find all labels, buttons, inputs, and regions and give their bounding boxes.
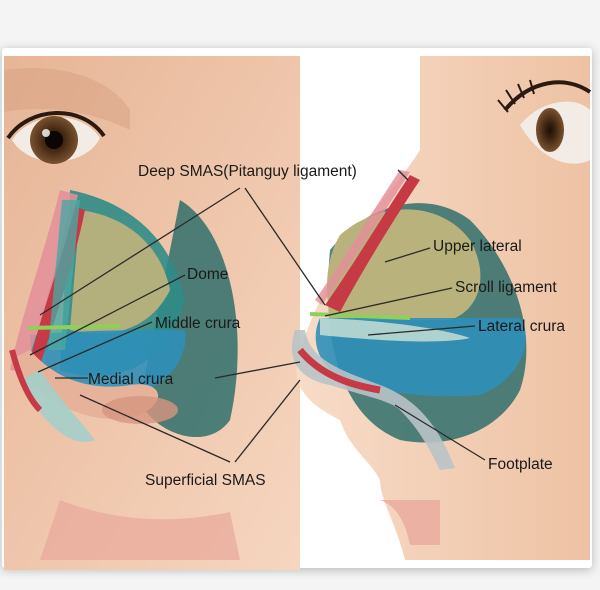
leader-deep-smas-left [39,187,241,316]
leader-lines [29,169,486,463]
leader-deep-smas-right [244,187,326,306]
right-face [291,56,592,560]
label-medial-crura: Medial crura [88,371,174,388]
label-lateral-crura: Lateral crura [478,318,565,335]
label-deep-smas: Deep SMAS(Pitanguy ligament) [138,163,357,180]
leader-lateral-crura [367,325,476,336]
label-upper-lateral: Upper lateral [433,238,522,255]
leader-dome [29,274,186,356]
label-middle-crura: Middle crura [155,315,241,332]
leader-superficial-smas-right [234,379,301,463]
leader-upper-lateral [384,247,431,263]
left-face [4,56,300,570]
label-dome: Dome [187,266,228,283]
left-eye [6,111,106,164]
leader-deep-smas-top [397,169,409,181]
leader-medial-crura [214,361,301,379]
label-footplate: Footplate [488,456,553,473]
leader-footplate [394,404,486,461]
right-eye [497,79,592,164]
label-superficial-smas: Superficial SMAS [145,472,266,489]
label-scroll-ligament: Scroll ligament [455,279,557,296]
leader-scroll-ligament [324,287,453,317]
leader-middle-crura [37,321,153,373]
leader-superficial-smas-left [79,394,231,463]
